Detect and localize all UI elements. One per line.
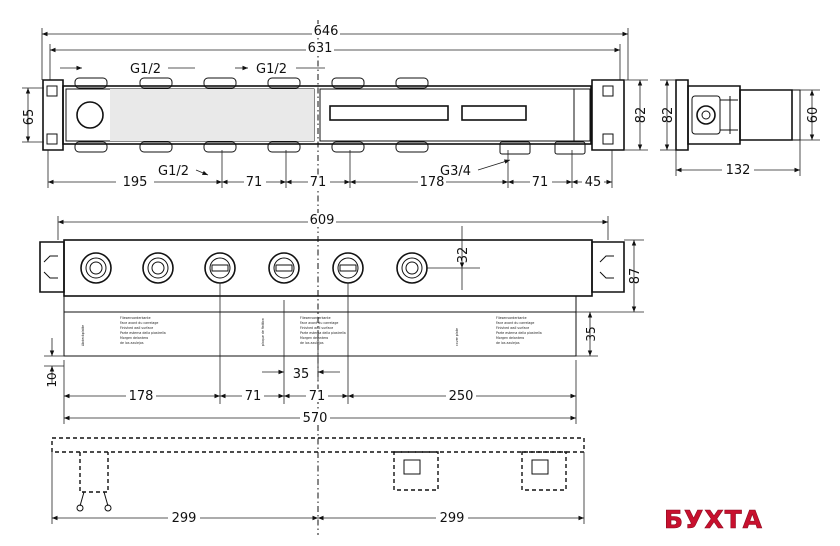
dim-top-bottom-2: 71 xyxy=(246,175,263,190)
svg-text:Finished wall surface: Finished wall surface xyxy=(300,326,333,330)
svg-text:de los azulejos: de los azulejos xyxy=(300,341,324,345)
dim-front-bottom-3: 71 xyxy=(309,389,326,404)
svg-text:Face avant du carrelage: Face avant du carrelage xyxy=(496,321,534,325)
thread-label-top-left: G1/2 xyxy=(130,62,161,77)
port-2-icon xyxy=(142,252,174,284)
template-side-labels: Abdeckplatte plaque de finition cover pl… xyxy=(81,318,459,346)
template-label-left: Fliesenvorderkante Face avant du carrela… xyxy=(120,316,166,345)
svg-text:plaque de finition: plaque de finition xyxy=(261,318,265,346)
svg-text:Parte esterna della piastrella: Parte esterna della piastrella xyxy=(120,331,166,335)
tile-template xyxy=(63,311,577,357)
bottom-view: 299 299 xyxy=(51,437,585,526)
svg-text:Finished wall surface: Finished wall surface xyxy=(496,326,529,330)
svg-text:Fliesenvorderkante: Fliesenvorderkante xyxy=(120,316,151,320)
dim-bottom-half-left: 299 xyxy=(172,511,197,526)
svg-text:Finished wall surface: Finished wall surface xyxy=(120,326,153,330)
svg-text:Morgen delantero: Morgen delantero xyxy=(300,336,328,340)
buhta-logo: БУХТА xyxy=(664,505,763,535)
logo-text: БУХТА xyxy=(664,505,763,534)
dim-front-height: 87 xyxy=(628,268,643,285)
push-button-icon xyxy=(76,101,104,129)
svg-text:Fliesenvorderkante: Fliesenvorderkante xyxy=(496,316,527,320)
svg-text:Face avant du carrelage: Face avant du carrelage xyxy=(120,321,158,325)
template-label-center: Fliesenvorderkante Face avant du carrela… xyxy=(300,316,346,345)
thread-label-outlet: G3/4 xyxy=(440,164,471,179)
port-1-icon xyxy=(80,252,112,284)
dim-height-left: 65 xyxy=(22,109,37,126)
dim-bottom-half-right: 299 xyxy=(440,511,465,526)
dim-port-offset: 32 xyxy=(456,247,471,264)
svg-text:Face avant du carrelage: Face avant du carrelage xyxy=(300,321,338,325)
dim-overall-width: 646 xyxy=(314,24,339,39)
dim-side-depth: 132 xyxy=(726,163,751,178)
dim-top-bottom-5: 71 xyxy=(532,175,549,190)
dim-top-bottom-3: 71 xyxy=(310,175,327,190)
svg-text:cover plate: cover plate xyxy=(455,328,459,346)
dim-height-right: 82 xyxy=(634,107,649,124)
dim-top-bottom-6: 45 xyxy=(585,175,602,190)
svg-text:de los azulejos: de los azulejos xyxy=(120,341,144,345)
svg-text:Fliesenvorderkante: Fliesenvorderkante xyxy=(300,316,331,320)
dim-front-bottom-4: 250 xyxy=(449,389,474,404)
thread-label-bottom: G1/2 xyxy=(158,164,189,179)
template-label-right: Fliesenvorderkante Face avant du carrela… xyxy=(496,316,542,345)
dim-top-bottom-4: 178 xyxy=(420,175,445,190)
dim-bottom-gap: 10 xyxy=(45,372,59,387)
dim-front-bottom-2: 71 xyxy=(245,389,262,404)
svg-text:Morgen delantero: Morgen delantero xyxy=(496,336,524,340)
thread-label-top-right: G1/2 xyxy=(256,62,287,77)
svg-text:Morgen delantero: Morgen delantero xyxy=(120,336,148,340)
dim-inner-width: 631 xyxy=(308,41,333,56)
dim-spacing-center: 35 xyxy=(293,367,310,382)
dim-side-height-outer: 82 xyxy=(661,107,676,124)
port-4-icon xyxy=(268,252,300,284)
front-view: 609 32 xyxy=(39,213,644,426)
side-view: 82 60 132 xyxy=(660,79,821,178)
side-port-icon xyxy=(696,105,716,125)
dim-front-bottom-1: 178 xyxy=(129,389,154,404)
top-view: 646 631 G1/2 G1/2 xyxy=(22,24,649,190)
svg-text:Parte esterna della piastrella: Parte esterna della piastrella xyxy=(300,331,346,335)
dim-base-width: 570 xyxy=(303,411,328,426)
svg-text:de los azulejos: de los azulejos xyxy=(496,341,520,345)
dim-front-width: 609 xyxy=(310,213,335,228)
dim-side-height-inner: 60 xyxy=(806,107,821,124)
svg-text:Parte esterna della piastrella: Parte esterna della piastrella xyxy=(496,331,542,335)
dim-top-bottom-1: 195 xyxy=(123,175,148,190)
dim-lower-depth: 35 xyxy=(584,326,598,341)
svg-text:Abdeckplatte: Abdeckplatte xyxy=(81,325,85,346)
